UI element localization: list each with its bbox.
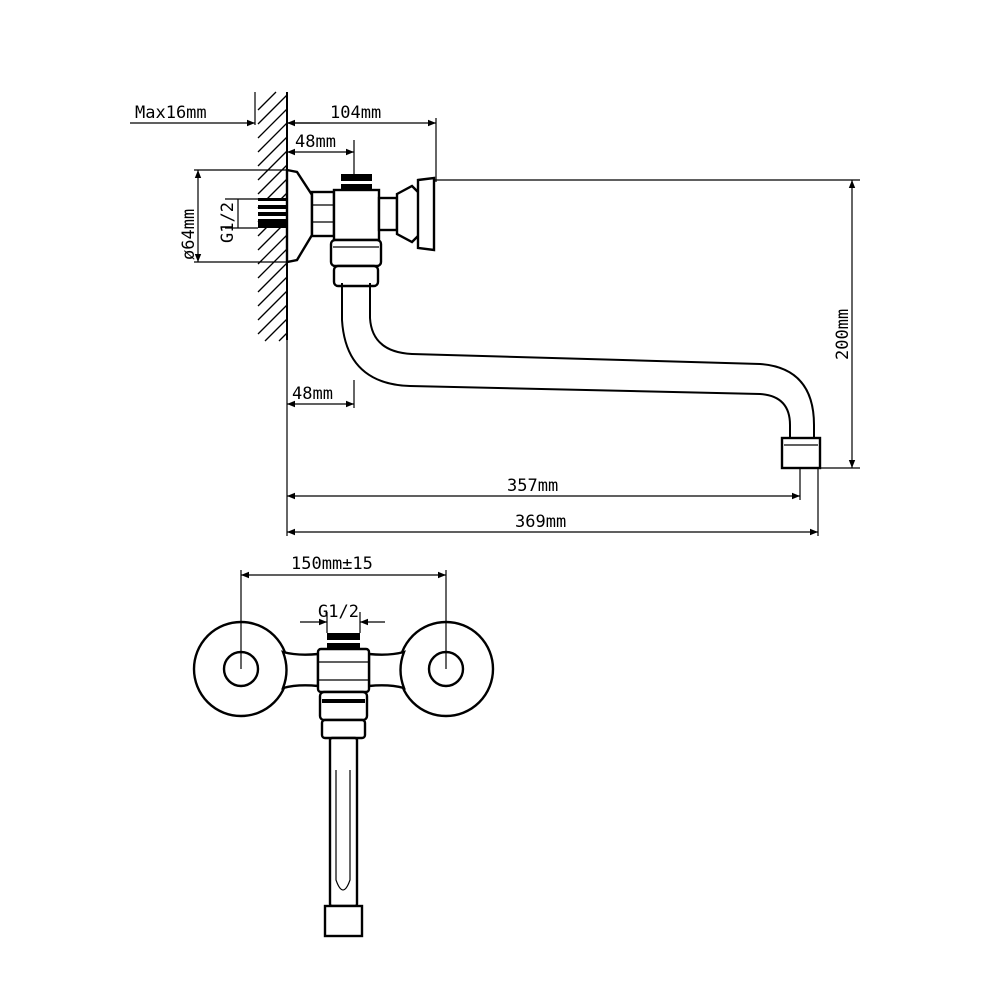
front-spout bbox=[323, 736, 364, 938]
dim-height: 200mm bbox=[833, 180, 856, 468]
height-label: 200mm bbox=[833, 309, 853, 360]
valve-body bbox=[329, 174, 436, 288]
dim-flange-diameter: ø64mm bbox=[179, 170, 202, 262]
dim-valve-offset-bottom: 48mm bbox=[287, 384, 354, 408]
dim-front-thread: G1/2 bbox=[300, 602, 385, 633]
dim-wall-thickness: Max16mm bbox=[130, 103, 320, 127]
valve-offset-bottom-label: 48mm bbox=[292, 384, 333, 404]
dim-spout-reach: 357mm bbox=[287, 476, 800, 500]
wall-flange bbox=[285, 168, 314, 264]
side-view: Max16mm 104mm 48mm 48mm ø64mm G1/2 bbox=[130, 91, 860, 536]
extension-lines bbox=[194, 92, 860, 536]
dim-inlet-thread: G1/2 bbox=[218, 199, 239, 243]
right-arm bbox=[367, 650, 406, 690]
dim-inlet-spacing: 150mm±15 bbox=[240, 554, 447, 669]
front-thread-label: G1/2 bbox=[318, 602, 359, 622]
hex-nut bbox=[310, 190, 336, 238]
wall-thickness-label: Max16mm bbox=[135, 103, 207, 123]
total-reach-label: 369mm bbox=[515, 512, 566, 532]
front-view: 150mm±15 G1/2 bbox=[192, 554, 495, 938]
spout-reach-label: 357mm bbox=[507, 476, 558, 496]
dim-total-reach: 369mm bbox=[287, 512, 818, 536]
dim-valve-offset-top: 48mm bbox=[287, 132, 354, 156]
front-valve-body bbox=[316, 633, 371, 740]
wall-hatching bbox=[257, 91, 288, 342]
body-depth-label: 104mm bbox=[330, 103, 381, 123]
inlet-spacing-label: 150mm±15 bbox=[291, 554, 373, 574]
inlet-thread-label: G1/2 bbox=[218, 202, 238, 243]
spout bbox=[341, 283, 822, 470]
wall bbox=[257, 91, 288, 342]
dim-body-depth: 104mm bbox=[287, 103, 436, 127]
left-arm bbox=[281, 650, 320, 690]
valve-offset-top-label: 48mm bbox=[295, 132, 336, 152]
flange-diameter-label: ø64mm bbox=[179, 209, 199, 260]
